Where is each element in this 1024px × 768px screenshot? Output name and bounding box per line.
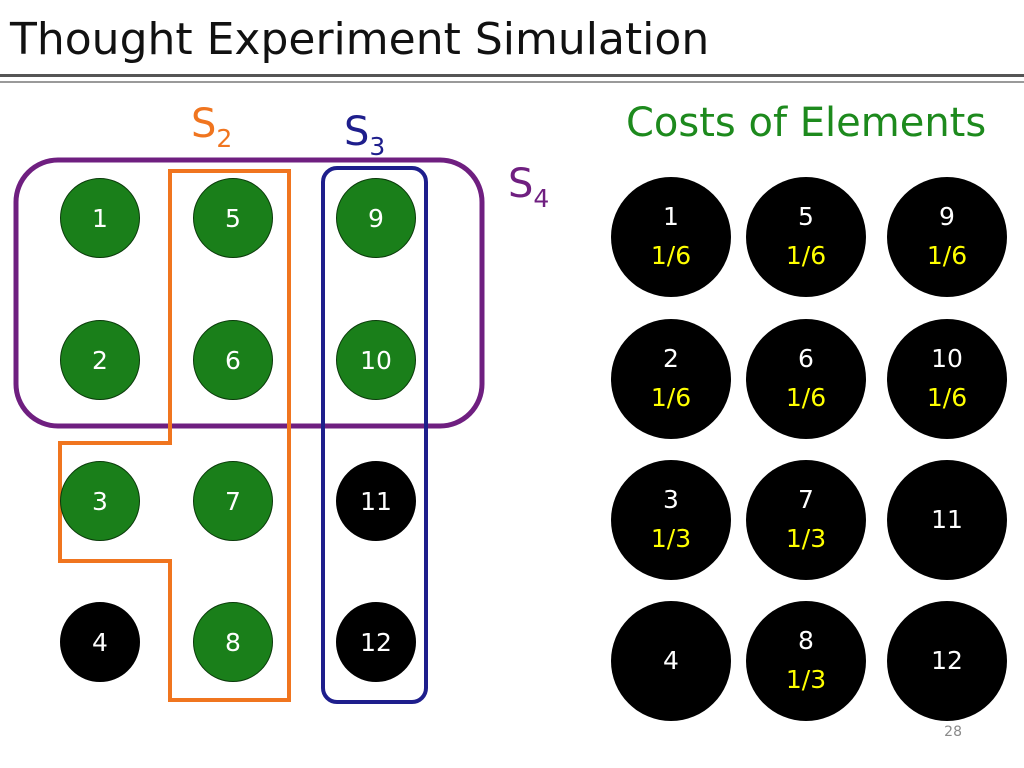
set-s4-outline [13, 157, 485, 429]
cost-element-label: 8 [798, 626, 814, 656]
element-label: 11 [360, 486, 392, 516]
element-label: 6 [225, 345, 241, 375]
element-node: 12 [336, 602, 416, 682]
cost-element-label: 3 [663, 485, 679, 515]
set-label-s2: S2 [191, 104, 232, 151]
set-label-s2-index: 2 [216, 124, 233, 153]
set-label-s2-letter: S [191, 101, 217, 147]
set-s3-outline [321, 166, 428, 704]
cost-value: 1/6 [650, 383, 692, 412]
cost-element-label: 1 [663, 202, 679, 232]
page-number: 28 [944, 724, 962, 740]
slide-title: Thought Experiment Simulation [10, 14, 710, 65]
cost-element-label: 9 [939, 202, 955, 232]
element-node: 9 [336, 178, 416, 258]
cost-element-label: 6 [798, 344, 814, 374]
element-label: 9 [368, 203, 384, 233]
set-label-s3-index: 3 [369, 132, 386, 161]
cost-value: 1/6 [785, 241, 827, 270]
element-node: 10 [336, 320, 416, 400]
cost-element-label: 10 [931, 344, 963, 374]
element-label: 4 [92, 627, 108, 657]
cost-element-label: 7 [798, 485, 814, 515]
element-label: 12 [360, 627, 392, 657]
element-node: 4 [60, 602, 140, 682]
cost-element-label: 2 [663, 344, 679, 374]
element-label: 2 [92, 345, 108, 375]
element-label: 1 [92, 203, 108, 233]
element-node: 7 [193, 461, 273, 541]
set-s2-outline [58, 169, 291, 702]
element-node: 11 [336, 461, 416, 541]
cost-node: 11 [887, 460, 1007, 580]
element-node: 1 [60, 178, 140, 258]
element-node: 3 [60, 461, 140, 541]
title-divider-thin [0, 81, 1024, 83]
element-label: 3 [92, 486, 108, 516]
costs-title: Costs of Elements [626, 100, 987, 146]
cost-value: 1/6 [926, 241, 968, 270]
cost-value: 1/3 [785, 524, 827, 553]
element-node: 2 [60, 320, 140, 400]
element-node: 6 [193, 320, 273, 400]
cost-element-label: 4 [663, 645, 679, 675]
cost-element-label: 5 [798, 202, 814, 232]
cost-element-label: 11 [931, 504, 963, 534]
cost-value: 1/3 [785, 665, 827, 694]
set-label-s3: S3 [344, 112, 385, 159]
title-divider [0, 74, 1024, 77]
cost-value: 1/3 [650, 524, 692, 553]
cost-node: 12 [887, 601, 1007, 721]
set-label-s4-letter: S [508, 161, 534, 207]
cost-value: 1/6 [650, 241, 692, 270]
set-label-s3-letter: S [344, 109, 370, 155]
element-label: 5 [225, 203, 241, 233]
element-node: 5 [193, 178, 273, 258]
cost-value: 1/6 [785, 383, 827, 412]
element-label: 7 [225, 486, 241, 516]
element-label: 8 [225, 627, 241, 657]
cost-element-label: 12 [931, 645, 963, 675]
set-label-s4-index: 4 [533, 184, 550, 213]
element-node: 8 [193, 602, 273, 682]
cost-value: 1/6 [926, 383, 968, 412]
element-label: 10 [360, 345, 392, 375]
set-label-s4: S4 [508, 164, 549, 211]
cost-node: 4 [611, 601, 731, 721]
